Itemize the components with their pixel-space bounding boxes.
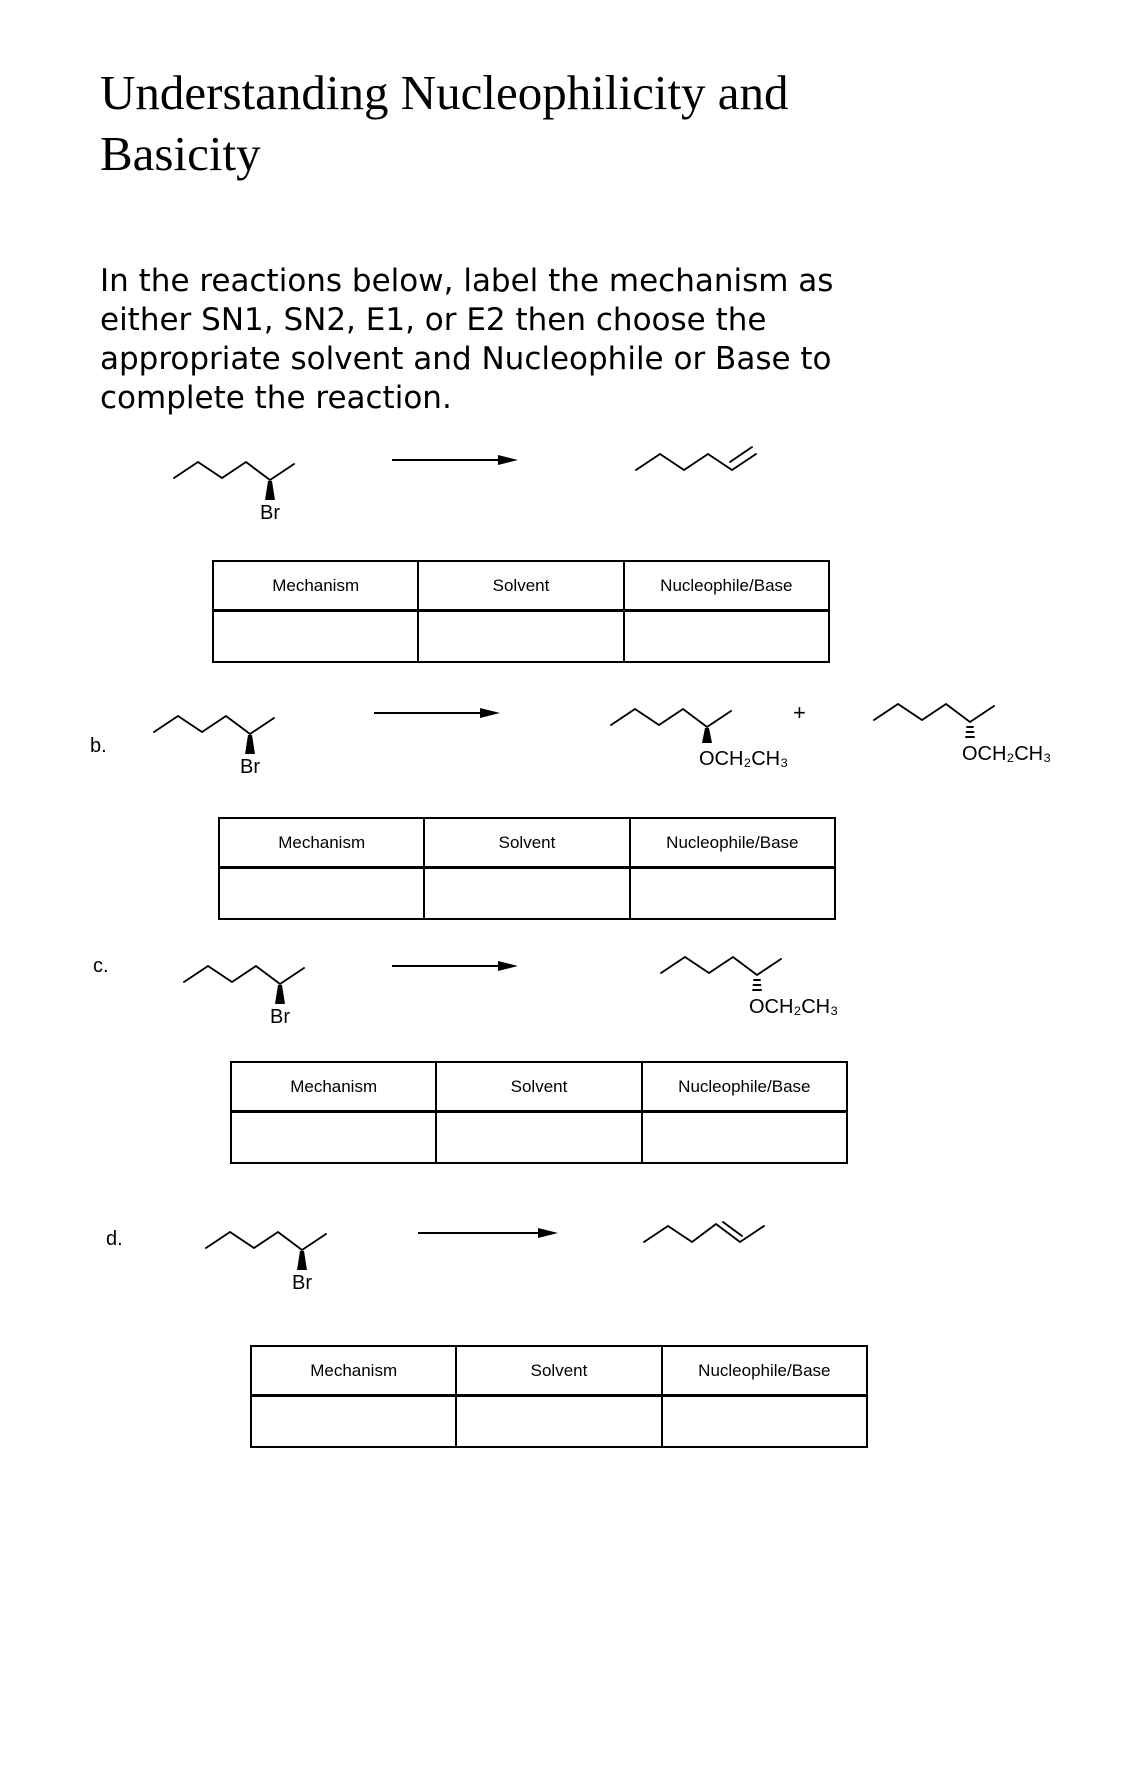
answer-cell-solvent[interactable] — [423, 866, 631, 920]
page-title: Understanding Nucleophilicity and Basici… — [100, 65, 789, 181]
wedge-bond — [702, 728, 712, 743]
reaction-arrow — [374, 708, 500, 718]
reaction-arrow — [418, 1228, 558, 1238]
ethoxy-label: OCH₂CH₃ — [699, 748, 788, 770]
column-header-nucleophile-base: Nucleophile/Base — [640, 1061, 849, 1113]
column-header-mechanism: Mechanism — [217, 817, 426, 869]
molecule-1-hexene — [635, 446, 757, 472]
plus-sign: + — [793, 700, 806, 725]
answer-cell-solvent[interactable] — [455, 1394, 663, 1448]
br-label: Br — [260, 502, 280, 524]
hash-bond — [965, 726, 975, 738]
table-row — [249, 1394, 869, 1448]
table-row — [217, 866, 837, 920]
reaction-label-c: c. — [93, 955, 109, 977]
instructions-line: complete the reaction. — [100, 380, 452, 416]
answer-cell-mechanism[interactable] — [249, 1394, 458, 1448]
double-bond — [722, 1221, 743, 1237]
answer-table-b: Mechanism Solvent Nucleophile/Base — [217, 817, 837, 920]
molecule-2-bromohexane: Br — [205, 1230, 327, 1294]
wedge-bond — [297, 1251, 307, 1270]
answer-cell-solvent[interactable] — [435, 1110, 643, 1164]
br-label: Br — [240, 756, 260, 778]
hash-bond — [752, 979, 762, 991]
ethoxy-label: OCH₂CH₃ — [749, 996, 838, 1018]
column-header-solvent: Solvent — [423, 817, 631, 869]
molecule-2-ethoxyhexane-wedge: OCH₂CH₃ — [610, 707, 788, 770]
answer-cell-mechanism[interactable] — [229, 1110, 438, 1164]
answer-table-a: Mechanism Solvent Nucleophile/Base — [211, 560, 831, 663]
reaction-label-b: b. — [90, 735, 107, 757]
table-row — [211, 609, 831, 663]
molecule-2-bromohexane: Br — [153, 714, 275, 778]
molecule-2-ethoxyhexane-hash: OCH₂CH₃ — [873, 702, 1051, 765]
column-header-solvent: Solvent — [455, 1345, 663, 1397]
column-header-nucleophile-base: Nucleophile/Base — [628, 817, 837, 869]
wedge-bond — [265, 481, 275, 500]
molecule-2-bromohexane: Br — [183, 964, 305, 1028]
answer-cell-nucleophile-base[interactable] — [640, 1110, 849, 1164]
instructions-line: appropriate solvent and Nucleophile or B… — [100, 341, 832, 377]
table-row — [229, 1110, 849, 1164]
answer-cell-mechanism[interactable] — [217, 866, 426, 920]
instructions-line: In the reactions below, label the mechan… — [100, 263, 834, 299]
ethoxy-label: OCH₂CH₃ — [962, 743, 1051, 765]
reaction-arrow — [392, 455, 518, 465]
answer-cell-solvent[interactable] — [417, 609, 625, 663]
br-label: Br — [270, 1006, 290, 1028]
instructions-line: either SN1, SN2, E1, or E2 then choose t… — [100, 302, 767, 338]
reaction-arrow — [392, 961, 518, 971]
wedge-bond — [275, 985, 285, 1004]
column-header-solvent: Solvent — [417, 560, 625, 612]
column-header-mechanism: Mechanism — [249, 1345, 458, 1397]
column-header-mechanism: Mechanism — [229, 1061, 438, 1113]
br-label: Br — [292, 1272, 312, 1294]
answer-table-d: Mechanism Solvent Nucleophile/Base — [249, 1345, 869, 1448]
double-bond — [729, 446, 753, 463]
molecule-2-hexene — [643, 1221, 765, 1244]
column-header-solvent: Solvent — [435, 1061, 643, 1113]
molecule-2-bromohexane: Br — [173, 460, 295, 524]
instructions-paragraph: In the reactions below, label the mechan… — [100, 262, 833, 418]
answer-cell-mechanism[interactable] — [211, 609, 420, 663]
column-header-mechanism: Mechanism — [211, 560, 420, 612]
answer-cell-nucleophile-base[interactable] — [622, 609, 831, 663]
column-header-nucleophile-base: Nucleophile/Base — [660, 1345, 869, 1397]
column-header-nucleophile-base: Nucleophile/Base — [622, 560, 831, 612]
answer-table-c: Mechanism Solvent Nucleophile/Base — [229, 1061, 849, 1164]
wedge-bond — [245, 735, 255, 754]
reaction-label-d: d. — [106, 1228, 123, 1250]
answer-cell-nucleophile-base[interactable] — [660, 1394, 869, 1448]
answer-cell-nucleophile-base[interactable] — [628, 866, 837, 920]
molecule-2-ethoxyhexane-hash: OCH₂CH₃ — [660, 955, 838, 1018]
